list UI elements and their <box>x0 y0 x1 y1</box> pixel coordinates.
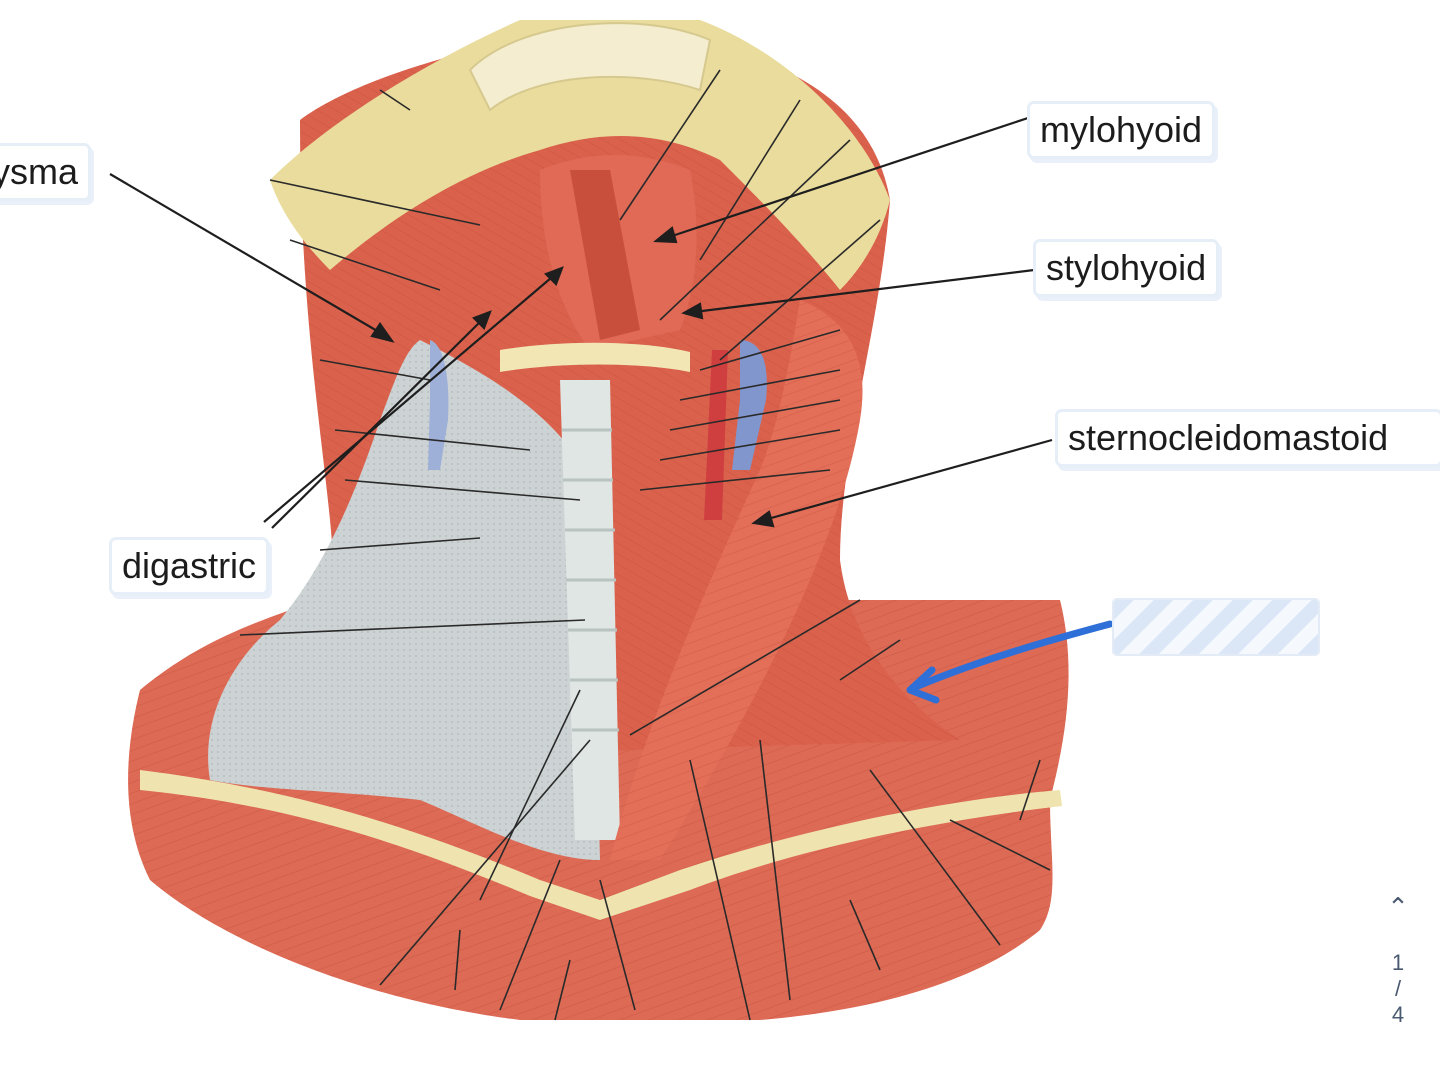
label-digastric: digastric <box>112 540 267 592</box>
pointer-arrow <box>906 620 1114 704</box>
sternocleidomastoid-fibers <box>610 300 863 860</box>
mandible-bone <box>270 20 890 290</box>
page-current: 1 <box>1391 950 1405 975</box>
tracheal-rings <box>562 428 619 732</box>
label-sternocleidomastoid: sternocleidomastoid <box>1058 412 1440 464</box>
label-platysma: ysma <box>0 146 89 198</box>
hyoid-bone <box>500 342 690 372</box>
anterior-digastric-belly <box>570 170 640 340</box>
hidden-answer-box[interactable] <box>1114 600 1318 654</box>
left-jugular-vein <box>428 340 449 470</box>
labeled-leader-lines <box>109 114 1053 529</box>
page-separator: / <box>1394 976 1402 1001</box>
clavicle-bone <box>140 770 1062 920</box>
internal-jugular-vein <box>732 340 767 470</box>
pager: ⌃ 1 / 4 <box>1378 892 1418 1030</box>
unlabeled-leader-lines <box>239 69 1051 1021</box>
teeth <box>468 22 712 112</box>
trachea <box>560 380 620 840</box>
label-stylohyoid: stylohyoid <box>1036 242 1217 294</box>
label-mylohyoid: mylohyoid <box>1030 104 1213 156</box>
page-total: 4 <box>1391 1002 1405 1027</box>
deep-fascia-texture <box>208 340 600 860</box>
chevron-up-icon[interactable]: ⌃ <box>1387 892 1409 922</box>
